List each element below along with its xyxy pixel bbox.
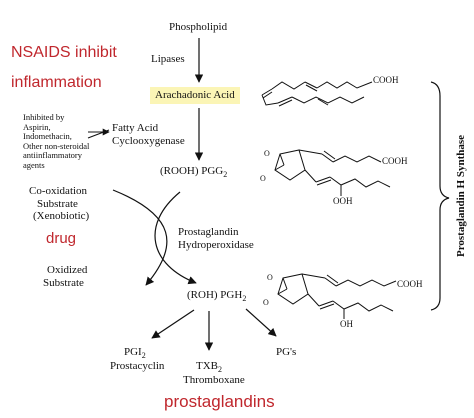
- inhibitors-line: Inhibited by: [23, 112, 65, 122]
- pgh2-o-label-2: O: [263, 298, 269, 307]
- txb2-text: TXB: [196, 360, 218, 372]
- cooxidation-line: (Xenobiotic): [33, 210, 90, 223]
- hydroperoxidase-label: Prostaglandin Hydroperoxidase: [178, 226, 254, 251]
- inhibitors-line: agents: [23, 159, 45, 170]
- hydroperoxidase-line: Hydroperoxidase: [178, 238, 254, 251]
- prostaglandins-annotation: prostaglandins: [164, 392, 275, 411]
- inhibitors-line: Indomethacin,: [23, 131, 72, 142]
- inhibitors-list: Inhibited by Aspirin, Indomethacin, Othe…: [23, 112, 90, 170]
- pgi2-label: PGI2: [124, 346, 146, 360]
- inhibitors-line: Aspirin,: [23, 121, 51, 132]
- hydroperoxidase-line: Prostaglandin: [178, 226, 239, 238]
- pgg2-text: (ROOH) PGG: [160, 165, 224, 177]
- lipases-label: Lipases: [151, 53, 185, 65]
- pgg2-label: (ROOH) PGG2: [160, 165, 227, 179]
- pgg2-cooh-label: COOH: [382, 156, 408, 166]
- arrow-pgh2-to-pgs: [245, 308, 277, 337]
- inhibitors-line: antiinflammatory: [23, 150, 83, 161]
- cox-line: Cyclooxygenase: [112, 134, 185, 147]
- cox-line: Fatty Acid: [112, 122, 159, 134]
- cooxidation-label: Co-oxidation Substrate (Xenobiotic): [29, 185, 89, 223]
- curve-cooxidation: [112, 189, 168, 286]
- cox-enzyme-label: Fatty Acid Cyclooxygenase: [112, 122, 185, 147]
- oxidized-line: Oxidized: [47, 264, 88, 276]
- txb2-subscript: 2: [218, 365, 222, 375]
- pgh2-o-label-1: O: [267, 273, 273, 282]
- txb2-label: TXB2: [196, 360, 222, 374]
- synthase-brace: [430, 81, 450, 311]
- pgh2-structure: [277, 273, 397, 319]
- arrow-pgh2-to-pgi2: [151, 309, 195, 339]
- pgs-label: PG's: [276, 346, 297, 358]
- drug-annotation: drug: [46, 230, 77, 247]
- pgg2-o-label-2: O: [260, 174, 266, 183]
- pgg2-o-label-1: O: [264, 149, 270, 158]
- cooxidation-line: Substrate: [37, 197, 78, 210]
- arachidonic-acid-structure: [261, 81, 373, 107]
- inhibitors-line: Other non-steroidal: [23, 140, 90, 151]
- arachidonic-acid-label: Arachadonic Acid: [150, 87, 240, 104]
- nsaids-annotation-line2: inflammation: [11, 74, 102, 91]
- pgh2-oh-label: OH: [340, 319, 353, 329]
- oxidized-line: Substrate: [43, 276, 84, 289]
- pgg2-subscript: 2: [223, 170, 228, 180]
- pgh2-text: (ROH) PGH: [187, 289, 243, 301]
- thromboxane-label: Thromboxane: [183, 374, 245, 386]
- pgi2-text: PGI: [124, 346, 142, 358]
- arrow-inhibitors-to-cox-2: [87, 129, 110, 139]
- pgh2-subscript: 2: [242, 294, 247, 304]
- oxidized-substrate-label: Oxidized Substrate: [43, 264, 87, 289]
- nsaids-annotation-line1: NSAIDS inhibit: [11, 44, 117, 61]
- synthase-label: Prostaglandin H Synthase: [455, 134, 467, 258]
- pgg2-structure: [274, 149, 391, 196]
- prostacyclin-label: Prostacyclin: [110, 360, 165, 372]
- pgi2-subscript: 2: [141, 351, 146, 361]
- curve-pgg2-to-pgh2: [154, 191, 197, 285]
- pgg2-ooh-label: OOH: [333, 196, 353, 206]
- pgh2-label: (ROH) PGH2: [187, 289, 246, 303]
- aa-cooh-label: COOH: [373, 75, 399, 85]
- cooxidation-line: Co-oxidation: [29, 185, 88, 197]
- phospholipid-label: Phospholipid: [169, 21, 228, 33]
- pgh2-cooh-label: COOH: [397, 279, 423, 289]
